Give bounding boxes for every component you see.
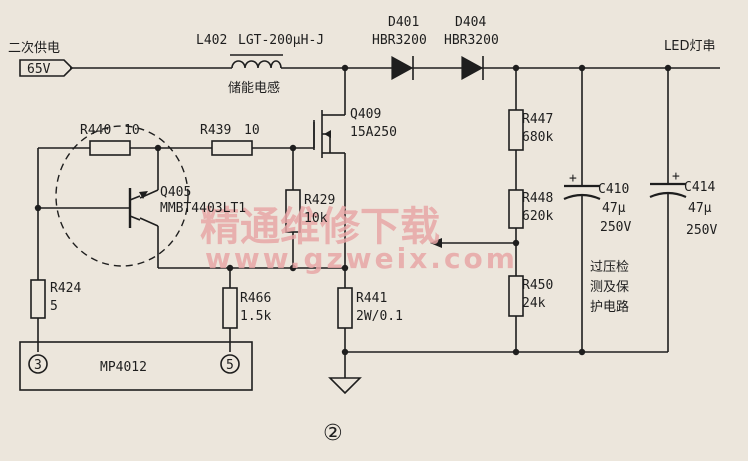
mosfet-value: 15A250 <box>350 125 397 140</box>
transistor-q405 <box>128 188 148 228</box>
annotation-line-1: 过压检 <box>590 260 629 275</box>
r441-value: 2W/0.1 <box>356 309 403 324</box>
r466-value: 1.5k <box>240 309 271 324</box>
diode-d404 <box>461 55 484 81</box>
r439-value: 10 <box>244 123 260 138</box>
ic-pin-3-label: 3 <box>34 358 42 373</box>
diode-d404-value: HBR3200 <box>444 33 499 48</box>
c414-voltage: 250V <box>686 223 717 238</box>
c414-ref: C414 <box>684 180 715 195</box>
r424-value: 5 <box>50 299 58 314</box>
capacitor-c414: + <box>649 169 687 199</box>
r440-value: 10 <box>124 123 140 138</box>
feedback-arrow <box>430 238 442 248</box>
highlight-circle <box>55 125 189 267</box>
input-voltage: 65V <box>27 62 51 77</box>
ic-mp4012 <box>19 341 253 391</box>
mosfet-q409 <box>313 110 331 158</box>
resistor-r429 <box>285 189 301 233</box>
ic-label: MP4012 <box>100 360 147 375</box>
capacitor-c410: + <box>563 171 601 201</box>
diode-d401 <box>391 55 414 81</box>
mosfet-ref: Q409 <box>350 107 381 122</box>
annotation-line-2: 测及保 <box>590 280 629 295</box>
r439-ref: R439 <box>200 123 231 138</box>
r429-value: 10k <box>304 211 328 226</box>
ground-symbol <box>328 377 362 395</box>
svg-text:+: + <box>672 169 680 184</box>
resistor-r439 <box>211 140 253 156</box>
inductor-ref: L402 <box>196 33 227 48</box>
r424-ref: R424 <box>50 281 81 296</box>
junction-dots <box>34 64 672 356</box>
resistor-r441 <box>337 287 353 329</box>
resistor-r424 <box>30 279 46 319</box>
r447-value: 680k <box>522 130 553 145</box>
inductor-value: LGT-200μH-J <box>238 33 324 48</box>
c410-ref: C410 <box>598 182 629 197</box>
r441-ref: R441 <box>356 291 387 306</box>
c410-voltage: 250V <box>600 220 631 235</box>
transistor-value: MMBT4403LT1 <box>160 201 246 216</box>
r429-ref: R429 <box>304 193 335 208</box>
r447-ref: R447 <box>522 112 553 127</box>
resistor-r448 <box>508 189 524 229</box>
watermark-cn: 精通维修下载 <box>200 204 440 250</box>
input-terminal <box>19 59 74 77</box>
watermark-url: www.gzweix.com <box>205 242 518 275</box>
resistor-r466 <box>222 287 238 329</box>
resistor-r447 <box>508 109 524 151</box>
ic-pin-5 <box>220 354 240 374</box>
diode-d401-ref: D401 <box>388 15 419 30</box>
r448-value: 620k <box>522 209 553 224</box>
inductor-caption: 储能电感 <box>228 80 280 96</box>
output-label: LED灯串 <box>664 39 715 54</box>
resistor-r440 <box>89 140 131 156</box>
resistor-r450 <box>508 275 524 317</box>
figure-number: ② <box>323 421 343 446</box>
c410-value: 47μ <box>602 201 626 216</box>
c414-value: 47μ <box>688 201 712 216</box>
annotation-line-3: 护电路 <box>590 299 629 315</box>
input-label: 二次供电 <box>8 40 60 56</box>
transistor-ref: Q405 <box>160 185 191 200</box>
r448-ref: R448 <box>522 191 553 206</box>
ic-pin-3 <box>28 354 48 374</box>
r450-value: 24k <box>522 296 546 311</box>
resistors <box>30 109 524 329</box>
diode-d401-value: HBR3200 <box>372 33 427 48</box>
r450-ref: R450 <box>522 278 553 293</box>
ic-pin-5-label: 5 <box>226 358 234 373</box>
svg-text:+: + <box>569 171 577 186</box>
inductor-l402 <box>230 54 283 69</box>
diode-d404-ref: D404 <box>455 15 486 30</box>
r466-ref: R466 <box>240 291 271 306</box>
r440-ref: R440 <box>80 123 111 138</box>
